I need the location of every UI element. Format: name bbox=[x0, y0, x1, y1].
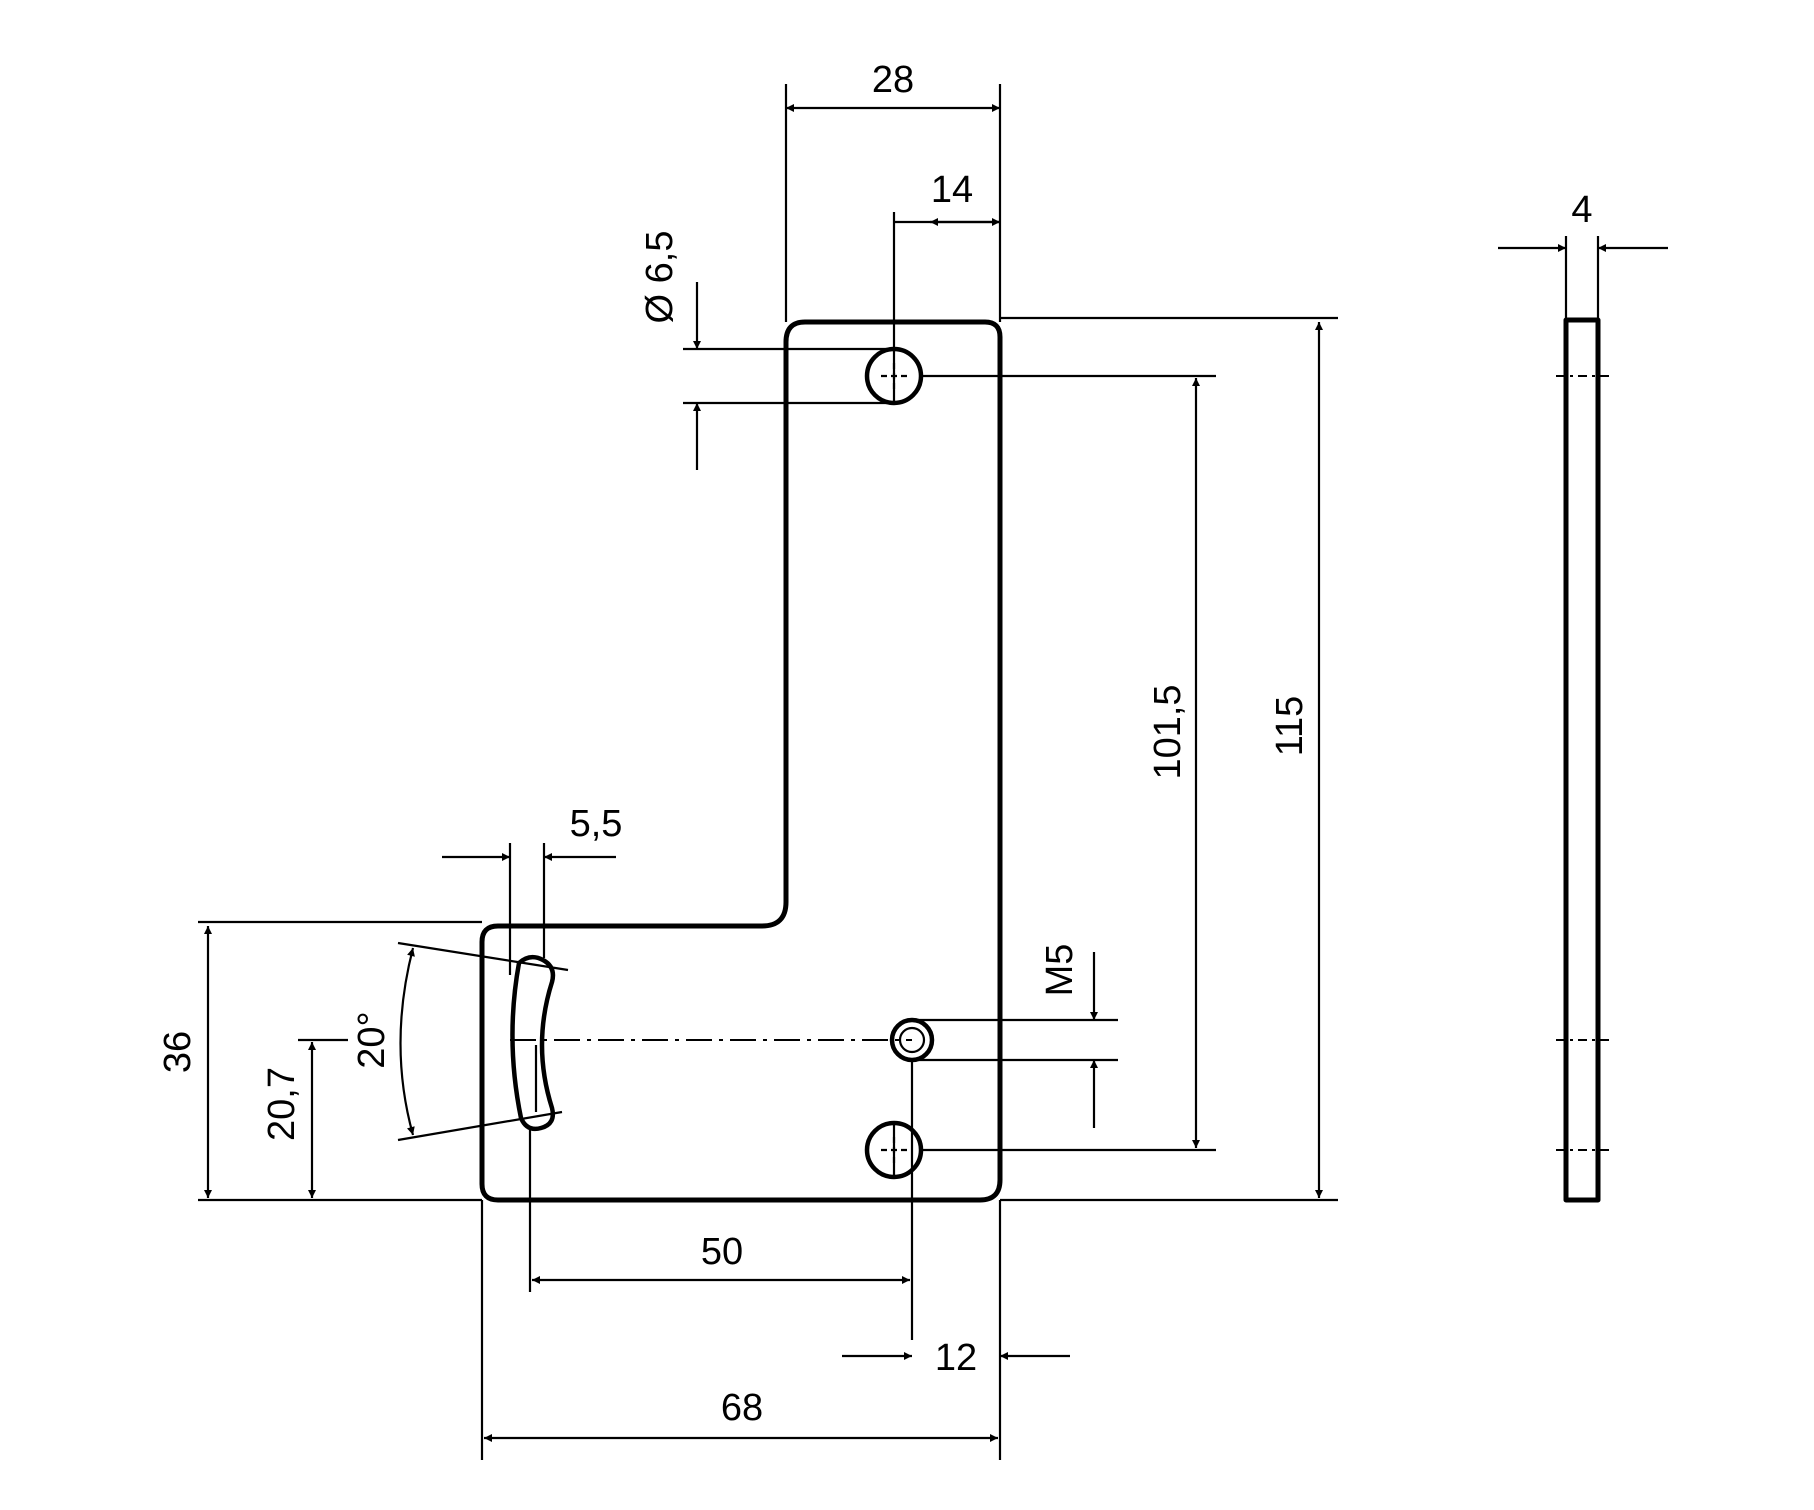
dim-68: 68 bbox=[721, 1387, 763, 1429]
dim-14: 14 bbox=[931, 169, 973, 211]
dim-12: 12 bbox=[935, 1337, 977, 1379]
dim-101-5: 101,5 bbox=[1147, 684, 1189, 779]
curved-slot bbox=[510, 954, 556, 1132]
dim-diameter-6-5: Ø 6,5 bbox=[639, 231, 681, 324]
dim-4-thickness: 4 bbox=[1571, 189, 1592, 231]
dim-115: 115 bbox=[1269, 696, 1311, 757]
dim-20-7: 20,7 bbox=[261, 1067, 303, 1141]
dim-20-degrees: 20° bbox=[351, 1011, 393, 1068]
dim-50: 50 bbox=[701, 1231, 743, 1273]
side-view-outline bbox=[1563, 317, 1601, 1203]
dim-5-5: 5,5 bbox=[570, 803, 623, 845]
dim-36: 36 bbox=[157, 1031, 199, 1073]
dim-m5: M5 bbox=[1039, 944, 1081, 997]
bracket-outline bbox=[479, 319, 1003, 1203]
dim-28: 28 bbox=[872, 59, 914, 101]
